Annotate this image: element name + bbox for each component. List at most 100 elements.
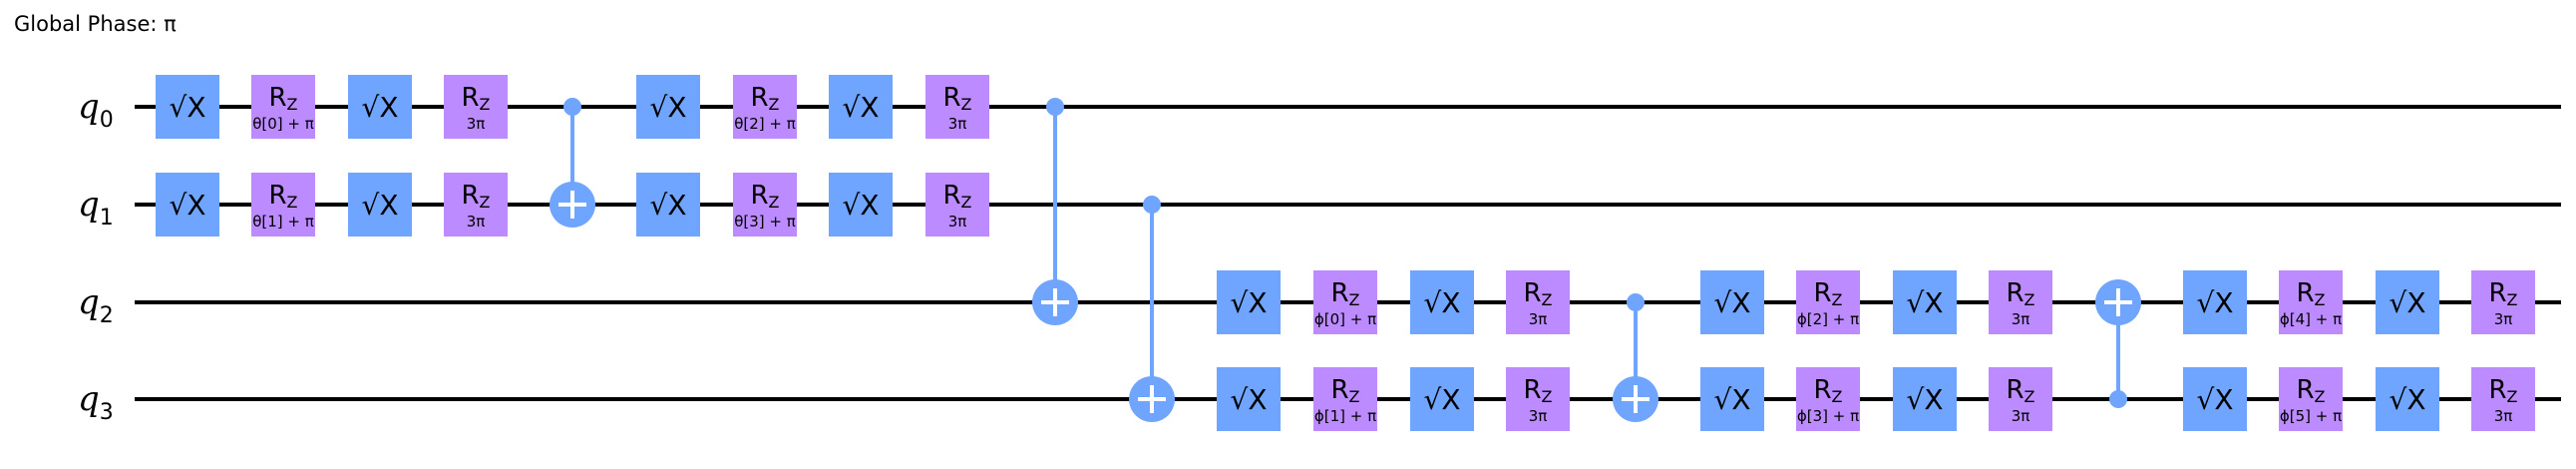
cnot-control-dot [1143, 196, 1161, 214]
qubit-name: q [78, 282, 100, 322]
rz-gate-letter: R [461, 181, 479, 211]
qubit-index: 3 [100, 400, 114, 425]
sx-gate: √X [1700, 270, 1764, 334]
rz-gate-label: RZ [2488, 375, 2517, 406]
sx-gate-box [1700, 367, 1764, 431]
global-phase-label: Global Phase: π [14, 12, 177, 36]
rz-gate-label: RZ [942, 181, 971, 212]
rz-gate-parameter: 3π [467, 213, 486, 231]
rz-gate-parameter: θ[0] + π [252, 115, 314, 133]
sx-gate: √X [1217, 270, 1281, 334]
qubit-label: q3 [78, 379, 114, 425]
rz-gate-box [1796, 270, 1860, 334]
sx-gate: √X [2376, 367, 2439, 431]
rz-gate-letter: R [1813, 375, 1831, 405]
rz-gate-box [251, 75, 315, 139]
sx-gate-box [1893, 270, 1957, 334]
cnot-gate [1613, 293, 1658, 422]
rz-gate-parameter: 3π [948, 213, 967, 231]
rz-gate-box [2279, 270, 2343, 334]
rz-gate-box [1796, 367, 1860, 431]
rz-gate-subscript: Z [2315, 387, 2326, 406]
rz-gate-parameter: ϕ[0] + π [1314, 310, 1376, 328]
rz-gate-label: RZ [461, 83, 490, 114]
sx-gate-label: √X [1906, 383, 1943, 416]
sx-gate-label: √X [2196, 286, 2233, 319]
sx-gate-label: √X [169, 91, 205, 124]
rz-gate-letter: R [461, 83, 479, 113]
rz-gate-box [1506, 270, 1570, 334]
rz-gate-label: RZ [942, 83, 971, 114]
rz-gate-letter: R [268, 181, 286, 211]
rz-gate-letter: R [1523, 375, 1541, 405]
sx-gate-box [636, 75, 700, 139]
rz-gate-subscript: Z [1832, 387, 1843, 406]
rz-gate-parameter: 3π [2494, 407, 2513, 425]
sx-gate: √X [636, 173, 700, 236]
rz-gate-parameter: θ[1] + π [252, 213, 314, 231]
rz-gate: RZϕ[1] + π [1313, 367, 1377, 431]
sx-gate-label: √X [1906, 286, 1943, 319]
qubit-name: q [78, 185, 100, 225]
qubit-name: q [78, 379, 100, 419]
rz-gate-subscript: Z [480, 193, 491, 212]
rz-gate-box [444, 75, 508, 139]
qubit-index: 2 [100, 303, 114, 328]
sx-gate-box [1217, 270, 1281, 334]
qubit-index: 1 [100, 206, 114, 231]
rz-gate-box [1989, 270, 2052, 334]
rz-gate-box [2471, 367, 2535, 431]
rz-gate-parameter: 3π [2494, 310, 2513, 328]
rz-gate-subscript: Z [2507, 290, 2518, 309]
rz-gate-letter: R [2006, 375, 2024, 405]
rz-gate-subscript: Z [2024, 387, 2035, 406]
sx-gate: √X [2376, 270, 2439, 334]
rz-gate-parameter: θ[2] + π [734, 115, 796, 133]
rz-gate-box [1506, 367, 1570, 431]
sx-gate: √X [1410, 270, 1474, 334]
rz-gate-subscript: Z [961, 193, 972, 212]
qubit-index: 0 [100, 108, 114, 133]
rz-gate: RZϕ[3] + π [1796, 367, 1860, 431]
sx-gate: √X [1700, 367, 1764, 431]
rz-gate-subscript: Z [2024, 290, 2035, 309]
rz-gate-label: RZ [2488, 278, 2517, 309]
sx-gate: √X [829, 173, 893, 236]
rz-gate-letter: R [1813, 278, 1831, 308]
sx-gate-label: √X [649, 189, 686, 222]
rz-gate-subscript: Z [2507, 387, 2518, 406]
rz-gate-subscript: Z [1832, 290, 1843, 309]
rz-gate-label: RZ [1813, 278, 1842, 309]
rz-gate-parameter: ϕ[1] + π [1314, 407, 1376, 425]
rz-gate-label: RZ [750, 181, 779, 212]
rz-gate-letter: R [750, 181, 768, 211]
rz-gate-label: RZ [2006, 375, 2034, 406]
rz-gate-parameter: θ[3] + π [734, 213, 796, 231]
cnot-control-dot [1627, 293, 1645, 311]
sx-gate: √X [1893, 367, 1957, 431]
sx-gate-label: √X [1423, 383, 1460, 416]
sx-gate-label: √X [1423, 286, 1460, 319]
cnot-gate [1032, 98, 1078, 325]
rz-gate-box [925, 173, 989, 236]
rz-gate-subscript: Z [1349, 290, 1360, 309]
rz-gate-parameter: 3π [2012, 407, 2030, 425]
rz-gate-subscript: Z [769, 193, 780, 212]
rz-gate-label: RZ [461, 181, 490, 212]
sx-gate-box [2183, 270, 2247, 334]
rz-gate-label: RZ [2006, 278, 2034, 309]
sx-gate-label: √X [2196, 383, 2233, 416]
cnot-gate [550, 98, 595, 228]
rz-gate-subscript: Z [287, 193, 298, 212]
sx-gate-label: √X [361, 189, 398, 222]
rz-gate-box [251, 173, 315, 236]
